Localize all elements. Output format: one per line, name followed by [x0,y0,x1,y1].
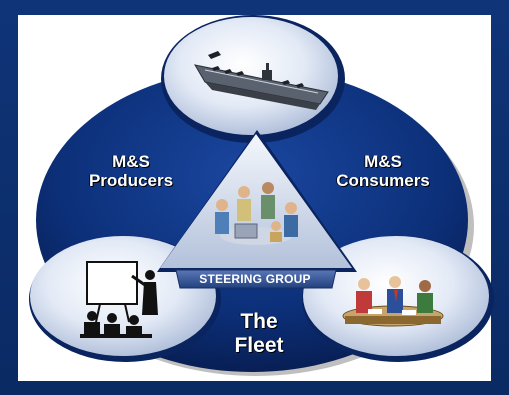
conference-table-icon [342,276,444,327]
steering-group-label: STEERING GROUP [199,272,311,286]
consumers-label: M&S Consumers [336,152,430,191]
presentation-icon [80,261,158,338]
team-meeting-icon [215,182,298,245]
aircraft-carrier-icon [194,51,329,110]
steering-band [175,269,337,289]
steering-triangle [157,130,357,272]
producers-label: M&S Producers [88,152,174,191]
fleet-label: The Fleet [234,310,284,357]
